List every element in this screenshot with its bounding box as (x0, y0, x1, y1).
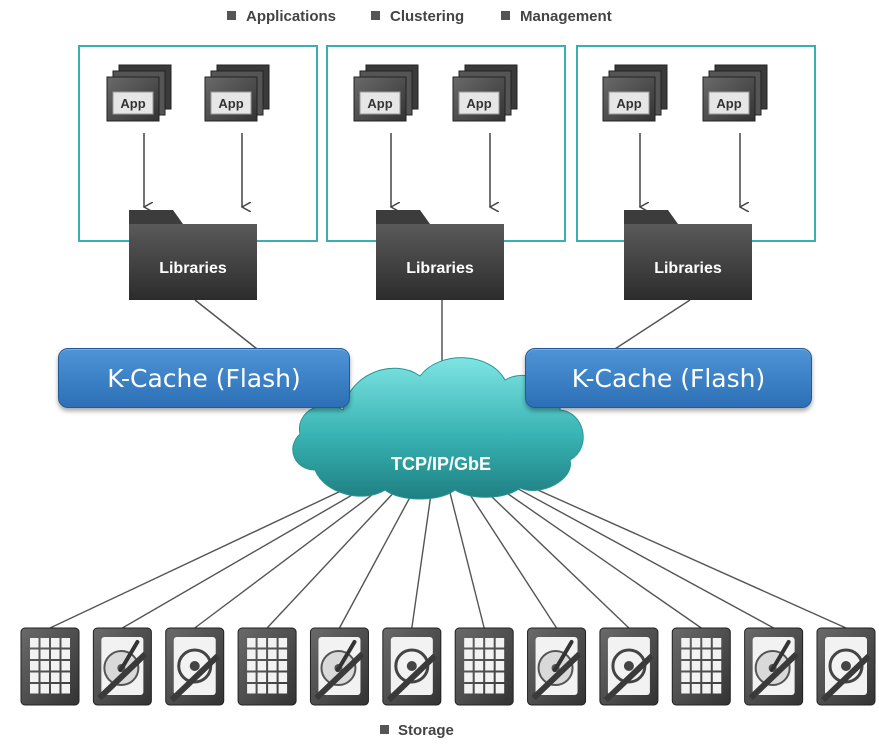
library-label: Libraries (654, 260, 722, 277)
kcache-label-right: K-Cache (Flash) (525, 348, 812, 408)
hdd-open-icon (92, 627, 152, 706)
legend-marker (227, 11, 236, 20)
hdd-icon (599, 627, 659, 706)
hdd-icon (382, 627, 442, 706)
hdd-icon (165, 627, 225, 706)
storage-link (338, 481, 419, 629)
app-label: App (218, 96, 243, 111)
hdd-open-icon (309, 627, 369, 706)
app-label: App (466, 96, 491, 111)
storage-link (122, 481, 375, 629)
app-stack: App (353, 64, 419, 122)
storage-link (519, 481, 847, 629)
library-folder-icon: Libraries (376, 210, 504, 300)
legend-marker (380, 725, 389, 734)
legend-marker (371, 11, 380, 20)
storage-link (505, 481, 774, 629)
app-label: App (616, 96, 641, 111)
storage-link (194, 481, 390, 629)
legend-storage: Storage (398, 722, 454, 739)
app-label: App (120, 96, 145, 111)
bottom-legend: Storage (380, 722, 454, 739)
storage-link (461, 481, 558, 629)
legend-applications: Applications (246, 8, 336, 25)
network-cloud: TCP/IP/GbE (292, 357, 584, 500)
library-label: Libraries (406, 260, 474, 277)
library-label: Libraries (159, 260, 227, 277)
network-label: TCP/IP/GbE (391, 454, 491, 474)
app-label: App (716, 96, 741, 111)
library-folder-icon: Libraries (129, 210, 257, 300)
app-stack: App (452, 64, 518, 122)
legend-management: Management (520, 8, 612, 25)
storage-link (446, 481, 485, 629)
hdd-open-icon (527, 627, 587, 706)
storage-link (49, 481, 361, 629)
app-stack: App (602, 64, 668, 122)
hdd-icon (816, 627, 876, 706)
app-stack: App (204, 64, 270, 122)
storage-link (411, 481, 434, 629)
library-folder-icon: Libraries (624, 210, 752, 300)
legend-clustering: Clustering (390, 8, 464, 25)
storage-link (475, 481, 630, 629)
ssd-icon (454, 627, 514, 706)
storage-links (49, 481, 847, 629)
storage-link (266, 481, 405, 629)
app-stack: App (106, 64, 172, 122)
ssd-icon (671, 627, 731, 706)
storage-array (20, 627, 876, 706)
legend-marker (501, 11, 510, 20)
app-stack: App (702, 64, 768, 122)
ssd-icon (20, 627, 80, 706)
hdd-open-icon (744, 627, 804, 706)
storage-link (490, 481, 702, 629)
ssd-icon (237, 627, 297, 706)
top-legend: Applications Clustering Management (227, 8, 612, 25)
kcache-label-left: K-Cache (Flash) (58, 348, 350, 408)
app-label: App (367, 96, 392, 111)
